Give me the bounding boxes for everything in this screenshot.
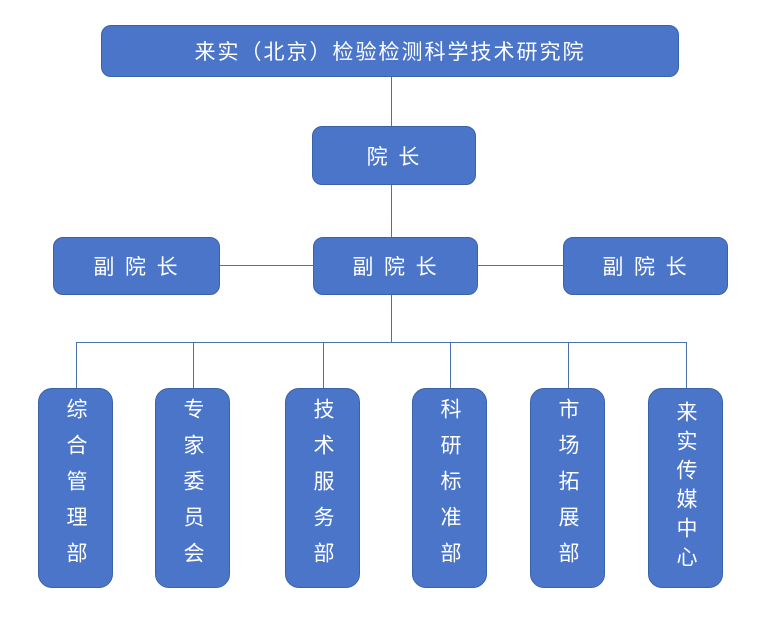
connector-vp-center-to-vp-right (478, 265, 563, 266)
node-vice-president-center: 副 院 长 (313, 237, 478, 295)
node-vice-president-center-label: 副 院 长 (352, 255, 439, 279)
node-dept-media-center: 来实传媒中心 (648, 388, 723, 588)
connector-vp-left-to-vp-center (220, 265, 313, 266)
node-dept-research-standards: 科研标准部 (412, 388, 487, 588)
node-vice-president-left-label: 副 院 长 (93, 255, 180, 279)
node-vice-president-right-label: 副 院 长 (602, 255, 689, 279)
connector-spine (76, 342, 686, 343)
connector-drop-dept-3 (323, 342, 324, 388)
node-dept-research-standards-label: 科研标准部 (438, 398, 462, 578)
node-dept-market-expansion: 市场拓展部 (530, 388, 605, 588)
node-dept-technical-service-label: 技术服务部 (311, 398, 335, 578)
node-institute-label: 来实（北京）检验检测科学技术研究院 (194, 40, 586, 64)
connector-drop-dept-5 (568, 342, 569, 388)
node-dept-expert-committee-label: 专家委员会 (181, 398, 205, 578)
connector-vp-center-to-spine (391, 295, 392, 342)
node-dept-market-expansion-label: 市场拓展部 (556, 398, 580, 578)
node-dept-general-management-label: 综合管理部 (64, 398, 88, 578)
connector-root-to-president (391, 77, 392, 126)
node-dept-general-management: 综合管理部 (38, 388, 113, 588)
node-dept-expert-committee: 专家委员会 (155, 388, 230, 588)
node-vice-president-right: 副 院 长 (563, 237, 728, 295)
node-president: 院 长 (312, 126, 476, 185)
node-dept-technical-service: 技术服务部 (285, 388, 360, 588)
node-vice-president-left: 副 院 长 (53, 237, 220, 295)
connector-drop-dept-2 (193, 342, 194, 388)
connector-drop-dept-4 (450, 342, 451, 388)
node-dept-media-center-label: 来实传媒中心 (674, 401, 698, 575)
connector-drop-dept-1 (76, 342, 77, 388)
connector-president-to-vp-center (391, 185, 392, 237)
node-president-label: 院 长 (366, 144, 422, 169)
node-institute: 来实（北京）检验检测科学技术研究院 (101, 25, 679, 77)
connector-drop-dept-6 (686, 342, 687, 388)
